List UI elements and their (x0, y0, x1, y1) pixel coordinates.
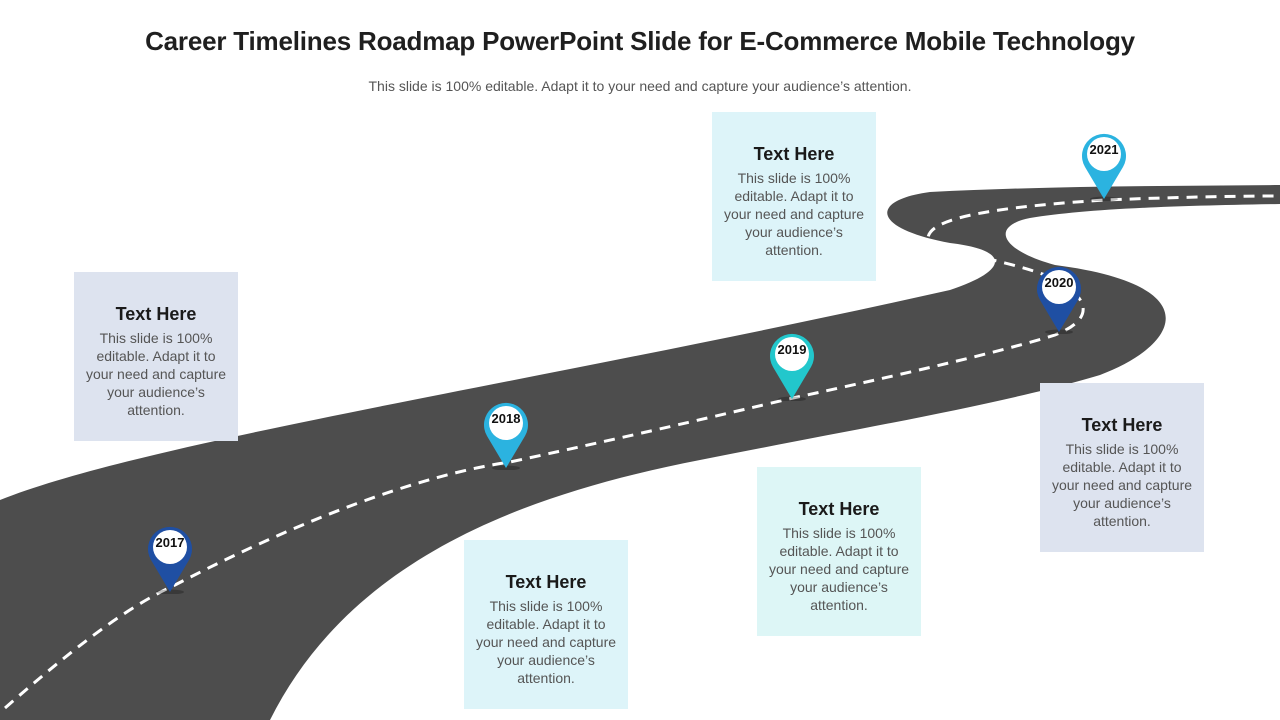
map-pin-icon (1082, 133, 1126, 201)
text-box-3: Text Here This slide is 100% editable. A… (712, 112, 876, 281)
text-box-heading: Text Here (505, 572, 587, 592)
milestone-year: 2021 (1089, 142, 1119, 157)
milestone-year: 2017 (155, 535, 185, 550)
milestone-pin-2021: 2021 (1077, 129, 1131, 201)
map-pin-icon (484, 402, 528, 470)
map-pin-icon (770, 333, 814, 401)
slide-subtitle: This slide is 100% editable. Adapt it to… (368, 78, 912, 94)
milestone-year: 2020 (1044, 275, 1074, 290)
text-box-heading: Text Here (753, 144, 835, 164)
text-box-body: This slide is 100% editable. Adapt it to… (475, 598, 617, 686)
text-box-body: This slide is 100% editable. Adapt it to… (1051, 441, 1193, 529)
text-box-2: Text Here This slide is 100% editable. A… (464, 540, 628, 709)
text-box-4: Text Here This slide is 100% editable. A… (757, 467, 921, 636)
text-box-body: This slide is 100% editable. Adapt it to… (723, 170, 865, 258)
text-box-body: This slide is 100% editable. Adapt it to… (768, 525, 910, 613)
milestone-pin-2017: 2017 (143, 522, 197, 594)
text-box-heading: Text Here (798, 499, 880, 519)
milestone-year: 2019 (777, 342, 807, 357)
milestone-year: 2018 (491, 411, 521, 426)
milestone-pin-2020: 2020 (1032, 262, 1086, 334)
text-box-1: Text Here This slide is 100% editable. A… (74, 272, 238, 441)
text-box-heading: Text Here (1081, 415, 1163, 435)
milestone-pin-2019: 2019 (765, 329, 819, 401)
road-surface (0, 185, 1280, 720)
text-box-5: Text Here This slide is 100% editable. A… (1040, 383, 1204, 552)
map-pin-icon (1037, 266, 1081, 334)
milestone-pin-2018: 2018 (479, 398, 533, 470)
map-pin-icon (148, 526, 192, 594)
road-centerline (4, 194, 1280, 710)
text-box-heading: Text Here (115, 304, 197, 324)
slide-title: Career Timelines Roadmap PowerPoint Slid… (145, 26, 1135, 56)
text-box-body: This slide is 100% editable. Adapt it to… (85, 330, 227, 418)
